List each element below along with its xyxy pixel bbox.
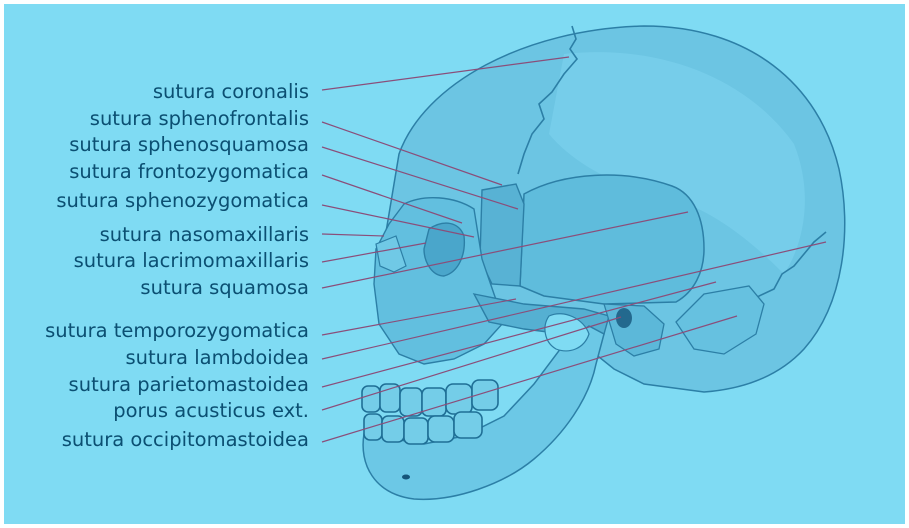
label-sutura-temporozygomatica: sutura temporozygomatica bbox=[45, 320, 309, 342]
label-sutura-sphenozygomatica: sutura sphenozygomatica bbox=[56, 190, 309, 212]
label-sutura-parietomastoidea: sutura parietomastoidea bbox=[69, 374, 309, 396]
label-sutura-squamosa: sutura squamosa bbox=[140, 277, 309, 299]
label-sutura-coronalis: sutura coronalis bbox=[153, 81, 309, 103]
label-sutura-sphenosquamosa: sutura sphenosquamosa bbox=[69, 134, 309, 156]
label-porus-acusticus: porus acusticus ext. bbox=[113, 400, 309, 422]
label-sutura-occipitomastoidea: sutura occipitomastoidea bbox=[62, 429, 309, 451]
upper-teeth bbox=[362, 380, 498, 416]
label-sutura-sphenofrontalis: sutura sphenofrontalis bbox=[90, 108, 309, 130]
leader-nasomaxillaris bbox=[322, 234, 384, 236]
label-sutura-lambdoidea: sutura lambdoidea bbox=[126, 347, 309, 369]
label-sutura-nasomaxillaris: sutura nasomaxillaris bbox=[100, 224, 309, 246]
temporal-squama bbox=[520, 175, 704, 304]
diagram-canvas: sutura coronalis sutura sphenofrontalis … bbox=[4, 4, 905, 524]
label-sutura-lacrimomaxillaris: sutura lacrimomaxillaris bbox=[74, 250, 309, 272]
label-sutura-frontozygomatica: sutura frontozygomatica bbox=[69, 161, 309, 183]
